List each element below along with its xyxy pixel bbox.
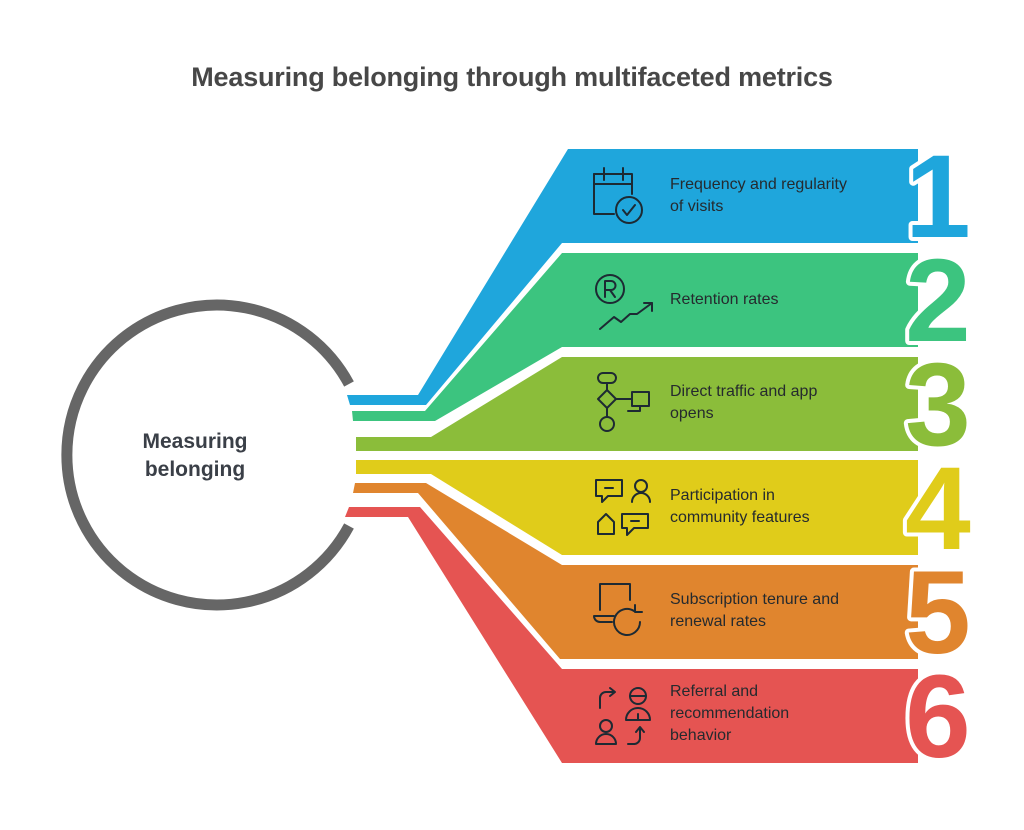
- band-1: [347, 149, 918, 405]
- band-4: [356, 460, 918, 555]
- item-6-line3: behavior: [670, 727, 732, 744]
- registered-trend-up-icon: [595, 274, 653, 330]
- item-4-label: Participation in community features: [670, 485, 890, 529]
- flowchart-icon: [597, 372, 650, 432]
- step-number-5: 5: [905, 547, 971, 679]
- band-2: [352, 253, 918, 421]
- step-number-4: 4: [905, 443, 971, 575]
- item-6-line2: recommendation: [670, 705, 790, 722]
- item-4-line2: community features: [670, 509, 810, 526]
- item-6-label: Referral and recommendation behavior: [670, 681, 890, 747]
- item-1-line1: Frequency and regularity: [670, 176, 847, 193]
- community-chat-icon: [595, 479, 651, 536]
- item-5-line1: Subscription tenure and: [670, 591, 839, 608]
- item-5-line2: renewal rates: [670, 613, 767, 630]
- item-2-line1: Retention rates: [670, 291, 779, 308]
- laptop-renew-icon: [593, 583, 643, 636]
- item-5-label: Subscription tenure and renewal rates: [670, 589, 890, 633]
- calendar-check-icon: [593, 167, 643, 224]
- step-number-2: 2: [905, 235, 971, 367]
- band-3: [356, 357, 918, 451]
- item-3-line2: opens: [670, 405, 714, 422]
- center-label: Measuring belonging: [70, 428, 320, 484]
- item-4-line1: Participation in: [670, 487, 775, 504]
- center-label-line2: belonging: [144, 458, 246, 481]
- item-3-line1: Direct traffic and app: [670, 383, 818, 400]
- item-1-label: Frequency and regularity of visits: [670, 174, 890, 218]
- step-number-6: 6: [905, 651, 971, 783]
- step-number-3: 3: [905, 339, 971, 471]
- band-5: [353, 483, 918, 659]
- item-1-line2: of visits: [670, 198, 724, 215]
- item-3-label: Direct traffic and app opens: [670, 381, 890, 425]
- center-ring: [61, 299, 354, 611]
- center-label-line1: Measuring: [142, 430, 248, 453]
- referral-people-icon: [595, 687, 651, 745]
- item-2-label: Retention rates: [670, 289, 890, 311]
- diagram-title: Measuring belonging through multifaceted…: [191, 62, 833, 92]
- band-6: [345, 507, 918, 763]
- item-6-line1: Referral and: [670, 683, 759, 700]
- step-number-1: 1: [905, 131, 971, 263]
